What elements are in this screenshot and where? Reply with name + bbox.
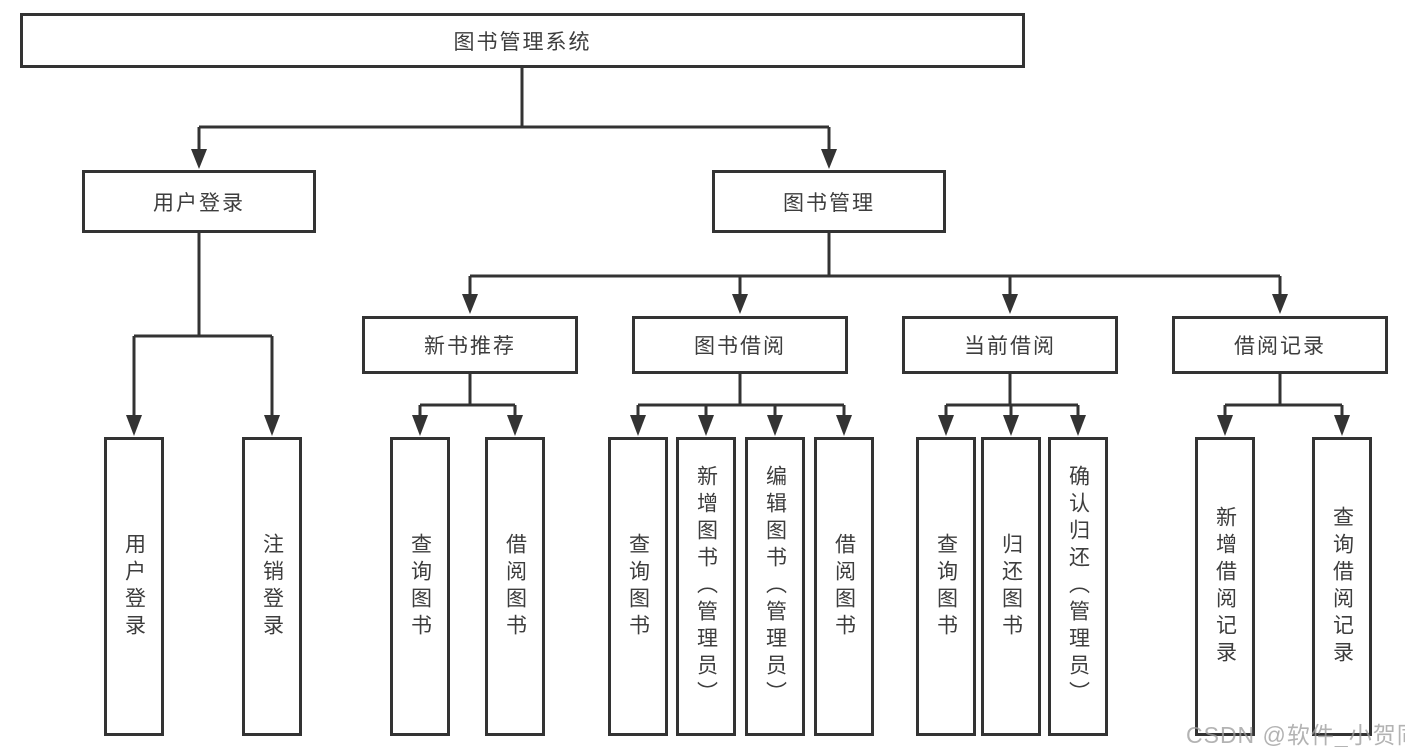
node-user-login: 用户登录 [82, 170, 316, 233]
node-root-label: 图书管理系统 [453, 30, 592, 54]
leaf-newbook-borrow-books-label: 借阅图书 [503, 532, 527, 641]
node-book-borrowing: 图书借阅 [632, 316, 848, 374]
leaf-user-login-label: 用户登录 [122, 532, 146, 641]
leaf-logout-label: 注销登录 [260, 532, 284, 641]
node-borrowing-records: 借阅记录 [1172, 316, 1388, 374]
leaf-add-borrow-record-label: 新增借阅记录 [1213, 505, 1237, 668]
node-borrowing-records-label: 借阅记录 [1234, 335, 1326, 358]
leaf-current-query-books-label: 查询图书 [934, 532, 958, 641]
leaf-edit-books-admin: 编辑图书（管理员） [745, 437, 805, 736]
leaf-return-books: 归还图书 [981, 437, 1041, 736]
leaf-add-books-admin-label: 新增图书（管理员） [694, 465, 718, 708]
node-user-login-label: 用户登录 [153, 191, 245, 215]
leaf-borrow-books-label: 借阅图书 [832, 532, 856, 641]
node-book-management: 图书管理 [712, 170, 946, 233]
leaf-newbook-query-books-label: 查询图书 [408, 532, 432, 641]
leaf-newbook-borrow-books: 借阅图书 [485, 437, 545, 736]
leaf-current-query-books: 查询图书 [916, 437, 976, 736]
node-book-borrowing-label: 图书借阅 [694, 335, 786, 358]
leaf-borrow-query-books-label: 查询图书 [626, 532, 650, 641]
node-new-book-recommend-label: 新书推荐 [424, 335, 516, 358]
leaf-logout: 注销登录 [242, 437, 302, 736]
leaf-add-borrow-record: 新增借阅记录 [1195, 437, 1255, 736]
node-current-borrowing-label: 当前借阅 [964, 335, 1056, 358]
leaf-borrow-books: 借阅图书 [814, 437, 874, 736]
node-book-management-label: 图书管理 [783, 191, 875, 215]
leaf-add-books-admin: 新增图书（管理员） [676, 437, 736, 736]
leaf-query-borrow-record-label: 查询借阅记录 [1330, 505, 1354, 668]
arrowheads [126, 149, 1350, 436]
leaf-confirm-return-admin-label: 确认归还（管理员） [1066, 465, 1090, 708]
leaf-edit-books-admin-label: 编辑图书（管理员） [763, 465, 787, 708]
node-root-system: 图书管理系统 [20, 13, 1025, 68]
csdn-watermark: CSDN @软件_小贺同学 [1186, 722, 1405, 747]
leaf-query-borrow-record: 查询借阅记录 [1312, 437, 1372, 736]
leaf-user-login: 用户登录 [104, 437, 164, 736]
leaf-return-books-label: 归还图书 [999, 532, 1023, 641]
leaf-borrow-query-books: 查询图书 [608, 437, 668, 736]
leaf-confirm-return-admin: 确认归还（管理员） [1048, 437, 1108, 736]
node-new-book-recommend: 新书推荐 [362, 316, 578, 374]
leaf-newbook-query-books: 查询图书 [390, 437, 450, 736]
node-current-borrowing: 当前借阅 [902, 316, 1118, 374]
